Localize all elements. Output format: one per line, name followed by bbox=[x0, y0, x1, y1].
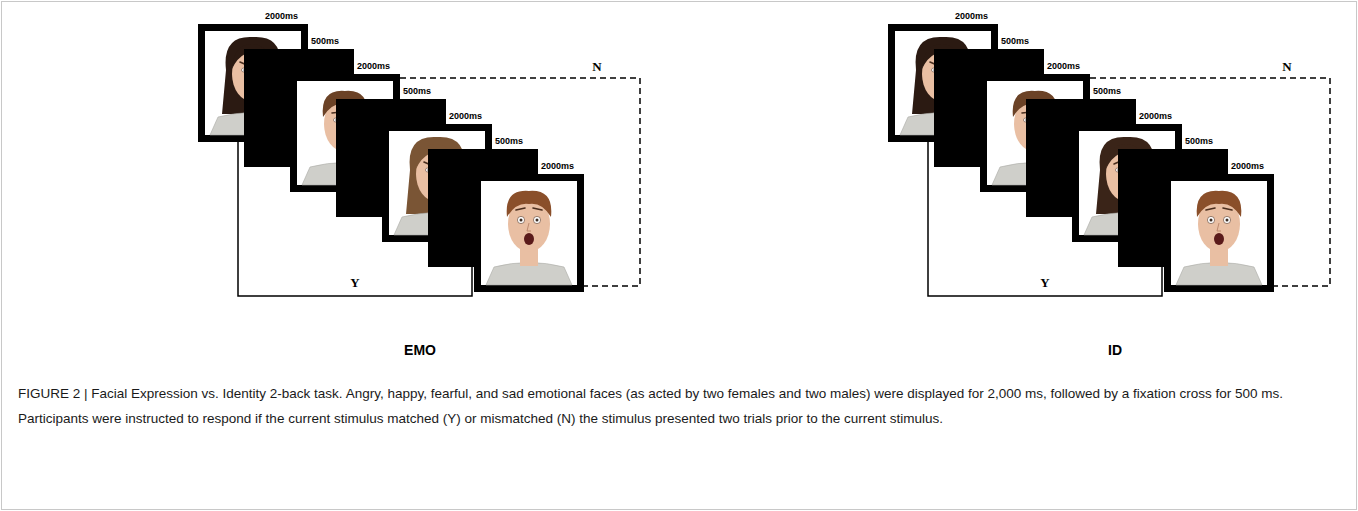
edge-label-holder: N bbox=[1280, 59, 1293, 74]
duration-label: 500ms bbox=[1092, 86, 1122, 97]
hair bbox=[507, 191, 552, 217]
edge-label-holder: N bbox=[590, 59, 603, 74]
response-label: Y bbox=[348, 275, 361, 290]
response-label: N bbox=[590, 59, 603, 74]
eye bbox=[517, 216, 524, 223]
duration-label: 500ms bbox=[1184, 136, 1214, 147]
response-label: N bbox=[1280, 59, 1293, 74]
slide-frame bbox=[474, 174, 584, 292]
eye bbox=[1207, 216, 1214, 223]
pupil bbox=[520, 219, 523, 222]
nose bbox=[527, 223, 531, 231]
duration-label: 2000ms bbox=[264, 11, 299, 22]
photo-ground bbox=[1171, 181, 1267, 285]
face-photo bbox=[481, 181, 577, 285]
slide-frame bbox=[1164, 174, 1274, 292]
duration-label: 2000ms bbox=[1046, 61, 1081, 72]
pupil bbox=[536, 219, 539, 222]
mouth bbox=[524, 233, 534, 245]
eyebrow bbox=[1223, 208, 1232, 210]
nose bbox=[1217, 223, 1221, 231]
duration-label: 2000ms bbox=[540, 161, 575, 172]
response-label: Y bbox=[1038, 275, 1051, 290]
photo-ground bbox=[481, 181, 577, 285]
caption-holder: FIGURE 2 | Facial Expression vs. Identit… bbox=[18, 381, 1340, 431]
eyebrow bbox=[533, 208, 542, 210]
duration-label: 2000ms bbox=[1230, 161, 1265, 172]
face-photo bbox=[1171, 181, 1267, 285]
panel-label-holder: ID bbox=[1108, 342, 1122, 359]
eye bbox=[1223, 216, 1230, 223]
edge-label-holder: Y bbox=[348, 275, 361, 290]
duration-label: 2000ms bbox=[1138, 111, 1173, 122]
duration-label: 500ms bbox=[1000, 36, 1030, 47]
slide-picture bbox=[474, 174, 584, 292]
eye bbox=[533, 216, 540, 223]
panel-label-holder: EMO bbox=[404, 342, 436, 359]
duration-label: 2000ms bbox=[954, 11, 989, 22]
duration-label: 2000ms bbox=[356, 61, 391, 72]
pupil bbox=[1210, 219, 1213, 222]
edge-label-holder: Y bbox=[1038, 275, 1051, 290]
face-slide: 2000ms bbox=[1164, 174, 1274, 292]
panel-label: EMO bbox=[404, 342, 436, 359]
mouth bbox=[1214, 233, 1224, 245]
face-slide: 2000ms bbox=[474, 174, 584, 292]
duration-label: 500ms bbox=[494, 136, 524, 147]
panel-label: ID bbox=[1108, 342, 1122, 359]
duration-label: 500ms bbox=[310, 36, 340, 47]
hair bbox=[1197, 191, 1242, 217]
eyebrow bbox=[516, 208, 525, 210]
pupil bbox=[1226, 219, 1229, 222]
figure-caption: FIGURE 2 | Facial Expression vs. Identit… bbox=[18, 381, 1340, 431]
duration-label: 500ms bbox=[402, 86, 432, 97]
eyebrow bbox=[1206, 208, 1215, 210]
duration-label: 2000ms bbox=[448, 111, 483, 122]
slide-picture bbox=[1164, 174, 1274, 292]
